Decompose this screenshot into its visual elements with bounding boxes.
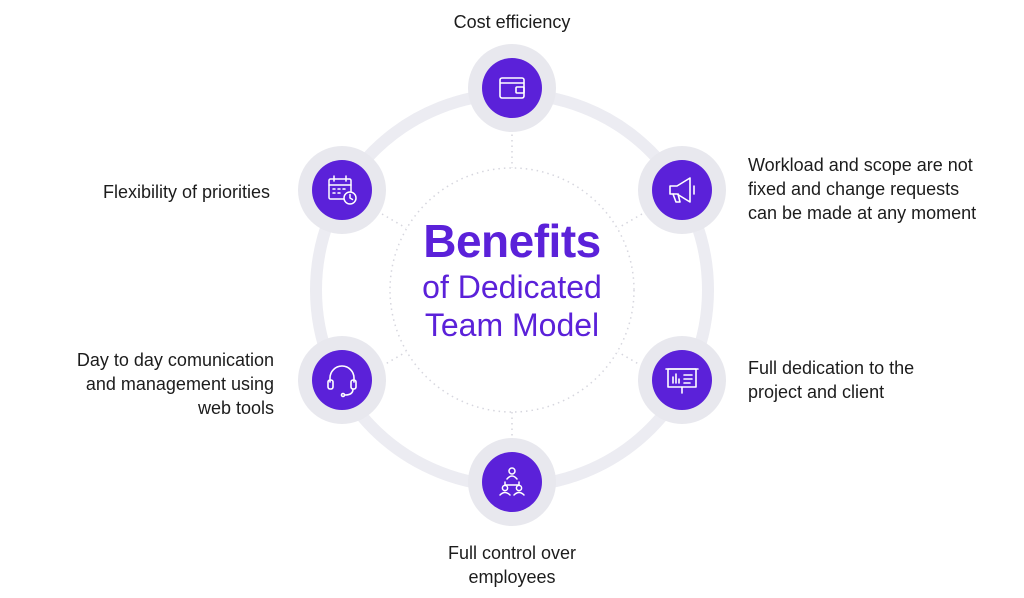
headset-icon <box>327 365 357 398</box>
label-communication: Day to day comunication and management u… <box>76 350 274 418</box>
label-workload: Workload and scope are not fixed and cha… <box>748 155 977 223</box>
node-full-control <box>468 438 556 526</box>
node-flexibility <box>298 146 386 234</box>
title-line-3: Team Model <box>424 307 600 343</box>
node-cost-efficiency <box>468 44 556 132</box>
label-cost-efficiency: Cost efficiency <box>453 12 571 32</box>
megaphone-icon <box>669 177 695 203</box>
team-hierarchy-icon <box>499 467 525 496</box>
connector-communication <box>381 351 407 367</box>
connector-dedication <box>617 351 643 367</box>
label-dedication: Full dedication to the project and clien… <box>748 358 915 402</box>
node-workload <box>638 146 726 234</box>
diagram-title: Benefits of Dedicated Team Model <box>362 214 662 344</box>
inner-dotted-circle <box>389 167 635 413</box>
label-flexibility: Flexibility of priorities <box>102 182 270 202</box>
calendar-clock-icon <box>328 175 357 205</box>
node-dedication <box>638 336 726 424</box>
presentation-board-icon <box>665 368 699 394</box>
label-full-control: Full control over employees <box>447 543 577 587</box>
wallet-icon <box>499 77 525 99</box>
connector-workload <box>617 213 643 229</box>
connector-flexibility <box>381 213 407 229</box>
connectors <box>381 118 643 448</box>
node-communication <box>298 336 386 424</box>
title-line-2: of Dedicated <box>422 269 602 305</box>
title-benefits: Benefits <box>423 215 601 267</box>
